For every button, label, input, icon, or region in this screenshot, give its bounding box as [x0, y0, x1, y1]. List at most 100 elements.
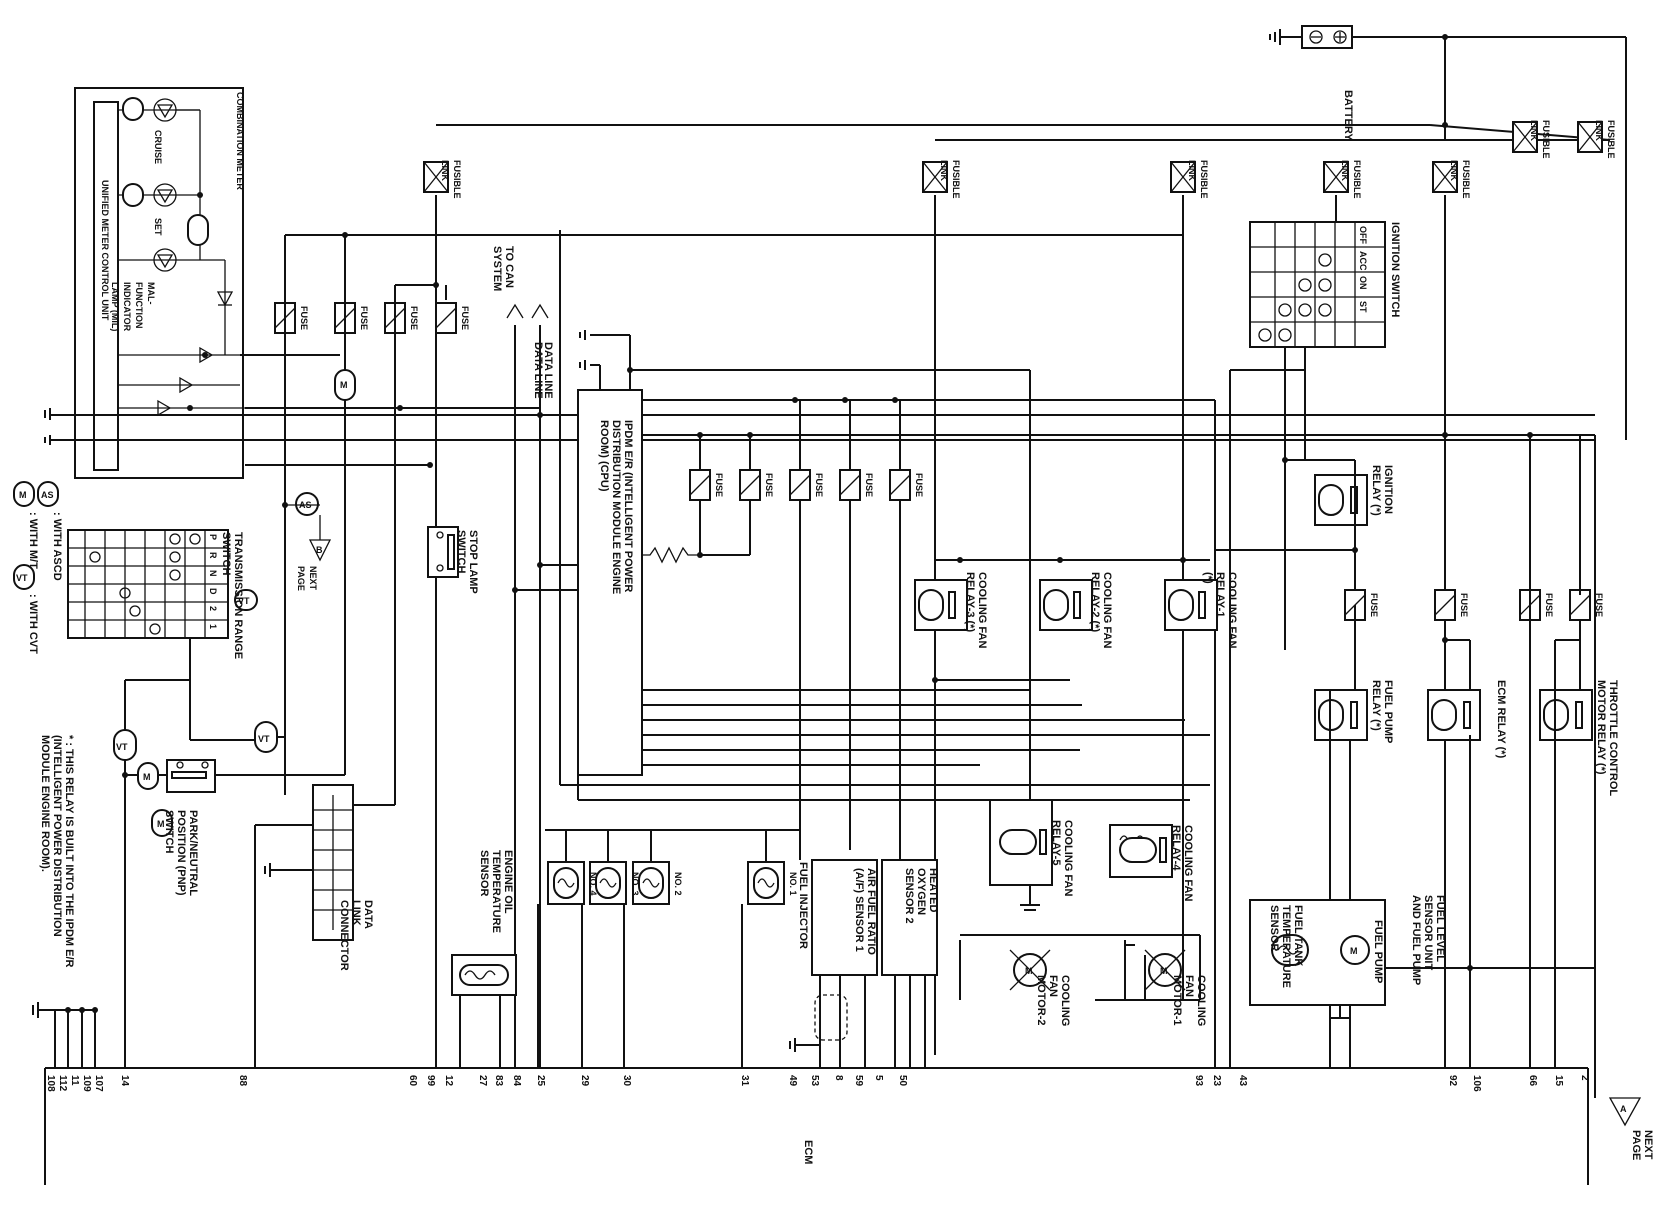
vt-tag-2: VT	[258, 734, 270, 744]
ignition-position: OFF	[1358, 226, 1368, 244]
fuse-label: FUSE	[409, 306, 419, 330]
ecm-pin-label: 59	[853, 1075, 864, 1087]
cooling-fan-relays: COOLING FANRELAY-1(*) COOLING FANRELAY-2 …	[914, 572, 1238, 648]
ecm-pin-label: 66	[1527, 1075, 1538, 1087]
cooling-fan-motor-2: M	[1009, 949, 1051, 991]
ecm-pin-label: 15	[1553, 1075, 1564, 1087]
heated-o2-label: HEATEDOXYGENSENSOR 2	[903, 868, 939, 924]
footnote-text: * : THIS RELAY IS BUILT INTO THE IPDM E/…	[39, 735, 75, 968]
transmission-position: 1	[208, 624, 218, 629]
fusible-link: FUSIBLELINK	[1577, 120, 1616, 159]
ecm-pin: 49	[787, 1075, 798, 1087]
ecm-pin-label: 2	[1579, 1075, 1590, 1081]
ecm-pin: 93	[1193, 1075, 1204, 1087]
ecm-pin: 66	[1527, 1075, 1538, 1087]
ecm-pin: 30	[621, 1075, 632, 1087]
fuel-level-label: FUEL LEVELSENSOR UNITAND FUEL PUMP	[1410, 895, 1446, 985]
unified-meter-label: UNIFIED METER CONTROL UNIT	[100, 180, 110, 321]
ecm-pin-label: 43	[1237, 1075, 1248, 1087]
fusible-link-label: FUSIBLELINK	[1187, 160, 1209, 199]
right-relays: IGNITIONRELAY (*)FUEL PUMPRELAY (*)ECM R…	[1314, 465, 1619, 796]
combination-meter	[74, 87, 245, 479]
data-link-label: DATALINKCONNECTOR	[338, 900, 374, 971]
cooling-fan-relay: COOLING FANRELAY-1(*)	[1164, 572, 1238, 648]
ecm-pin: 2	[1579, 1075, 1590, 1081]
ecm-pin-label: 23	[1211, 1075, 1222, 1087]
legend-as-tag: AS	[41, 490, 54, 500]
fusible-link-label: FUSIBLELINK	[939, 160, 961, 199]
ignition-switch-label: IGNITION SWITCH	[1389, 222, 1401, 317]
fuse: FUSE	[1344, 589, 1379, 621]
ecm-pin: 108	[45, 1075, 56, 1092]
ecm-pin: 59	[853, 1075, 864, 1087]
injector-label: NO. 3	[630, 872, 640, 896]
fuse-label: FUSE	[460, 306, 470, 330]
pnp-m-tag: M	[143, 772, 151, 782]
fuel-pump-m: M	[1350, 946, 1358, 956]
ecm-pin: 50	[897, 1075, 908, 1087]
ecm-pin: 25	[535, 1075, 546, 1087]
legend-vt: : WITH CVT	[27, 594, 39, 654]
ecm-pin: 83	[493, 1075, 504, 1087]
ecm-pin-label: 83	[493, 1075, 504, 1087]
ignition-position: ON	[1358, 276, 1368, 290]
fuse: FUSE	[689, 469, 724, 501]
data-line-1: DATA LINE	[532, 342, 544, 399]
fusible-link: FUSIBLELINK	[1323, 160, 1362, 199]
fusible-link-label: FUSIBLELINK	[440, 160, 462, 199]
ecm-pin-label: 60	[407, 1075, 418, 1087]
data-line-2: DATA LINE	[542, 342, 554, 399]
fusible-link: FUSIBLELINK	[922, 160, 961, 199]
cruise-label: CRUISE	[153, 130, 163, 164]
battery-label: BATTERY	[1342, 90, 1354, 141]
ecm-pin-label: 49	[787, 1075, 798, 1087]
transmission-range-switch	[67, 529, 229, 639]
ecm-pin: 99	[425, 1075, 436, 1087]
ecm-pin-label: 27	[477, 1075, 488, 1087]
motor-2-label: COOLINGFANMOTOR-2	[1035, 975, 1071, 1026]
ecm-pin: 23	[1211, 1075, 1222, 1087]
fusible-link-label: FUSIBLELINK	[1529, 120, 1551, 159]
ecm-pin-label: 93	[1193, 1075, 1204, 1087]
fuel-pump-label: FUEL PUMP	[1372, 920, 1384, 983]
fuse-label: FUSE	[359, 306, 369, 330]
fuel-injector-label: FUEL INJECTOR	[797, 862, 809, 949]
ecm-pin-label: 107	[93, 1075, 104, 1092]
fuse-label: FUSE	[1369, 593, 1379, 617]
cooling-fan-relay: COOLING FANRELAY-2 (*)	[1039, 572, 1113, 648]
ecm-label: ECM	[802, 1140, 814, 1164]
ecm-pin: 109	[81, 1075, 92, 1092]
legend: AS M VT	[13, 481, 59, 590]
af-sensor-label: AIR FUEL RATIO(A/F) SENSOR 1	[853, 868, 877, 955]
ecm-pin-label: 88	[237, 1075, 248, 1087]
ecm-pin: 43	[1237, 1075, 1248, 1087]
ecm-pin-label: 99	[425, 1075, 436, 1087]
ecm-pin: 29	[579, 1075, 590, 1087]
fuse: FUSE	[1569, 589, 1604, 621]
to-can-label: TO CANSYSTEM	[491, 246, 515, 291]
fuse-label: FUSE	[1544, 593, 1554, 617]
injector-label: NO. 2	[673, 872, 683, 896]
mil-label: MAL-FUNCTIONINDICATORLAMP (MIL)	[110, 282, 156, 332]
ecm-pin-label: 25	[535, 1075, 546, 1087]
trans-vt-tag: VT	[238, 596, 250, 606]
engine-oil-temp-label: ENGINE OILTEMPERATURESENSOR	[478, 850, 514, 933]
ecm-pin: 107	[93, 1075, 104, 1092]
ecm-pin-label: 8	[833, 1075, 844, 1081]
fuse-label: FUSE	[714, 473, 724, 497]
fuel-level-unit: M	[1249, 899, 1386, 1019]
ignition-switch	[1249, 221, 1386, 348]
fusible-link: FUSIBLELINK	[1512, 120, 1551, 159]
ecm-pin: 88	[237, 1075, 248, 1087]
ecm-pin: 84	[511, 1075, 522, 1087]
legend-as: : WITH ASCD	[51, 512, 63, 581]
fuse-label: FUSE	[864, 473, 874, 497]
legend-m: : WITH M/T	[27, 512, 39, 569]
fusible-link: FUSIBLELINK	[1170, 160, 1209, 199]
transmission-position: 2	[208, 606, 218, 611]
cooling-fan-motor-1: M	[1144, 949, 1186, 991]
ecm-pin-label: 109	[81, 1075, 92, 1092]
